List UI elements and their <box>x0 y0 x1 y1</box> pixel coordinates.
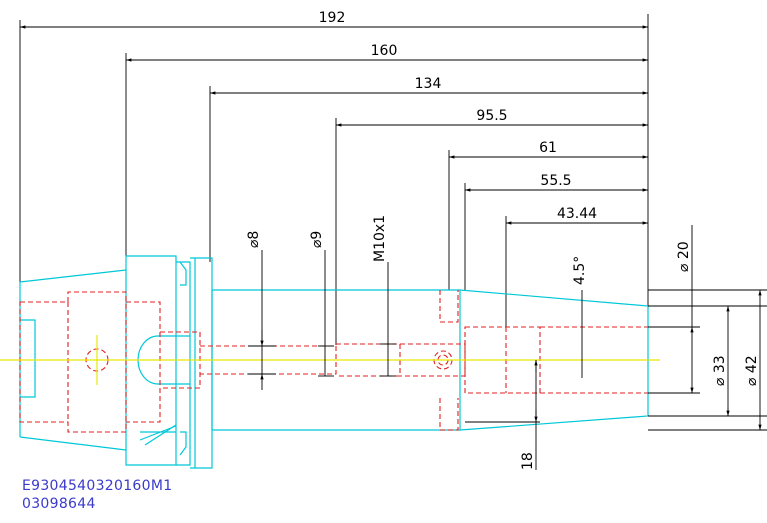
dia-9-label: ⌀9 <box>309 231 325 248</box>
dia-33-label: ⌀ 33 <box>712 355 728 386</box>
dim-55-5: 55.5 <box>540 173 571 189</box>
dim-18-label: 18 <box>520 452 536 470</box>
dia-42-label: ⌀ 42 <box>744 355 760 386</box>
dim-61: 61 <box>539 140 557 156</box>
dim-160: 160 <box>371 43 398 59</box>
dim-192: 192 <box>319 10 346 26</box>
dia-20-label: ⌀ 20 <box>676 241 692 272</box>
hidden-lines <box>19 290 648 433</box>
right-dimensions: ⌀ 20 ⌀ 33 ⌀ 42 <box>648 225 767 431</box>
thread-m10-label: M10x1 <box>372 215 388 262</box>
centerline <box>0 335 660 385</box>
dim-43-44: 43.44 <box>557 206 597 222</box>
top-dimensions: 192 160 134 95.5 61 55.5 43.44 <box>19 10 649 345</box>
part-code: E9304540320160M1 <box>22 478 173 494</box>
taper-angle-label: 4.5° <box>572 256 588 285</box>
holder-outline <box>19 255 649 469</box>
inner-dimensions: ⌀8 ⌀9 M10x1 4.5° 18 <box>246 215 588 470</box>
serial-number: 03098644 <box>22 496 96 512</box>
dia-8-label: ⌀8 <box>246 231 262 248</box>
dim-134: 134 <box>415 76 442 92</box>
dim-95-5: 95.5 <box>476 108 507 124</box>
